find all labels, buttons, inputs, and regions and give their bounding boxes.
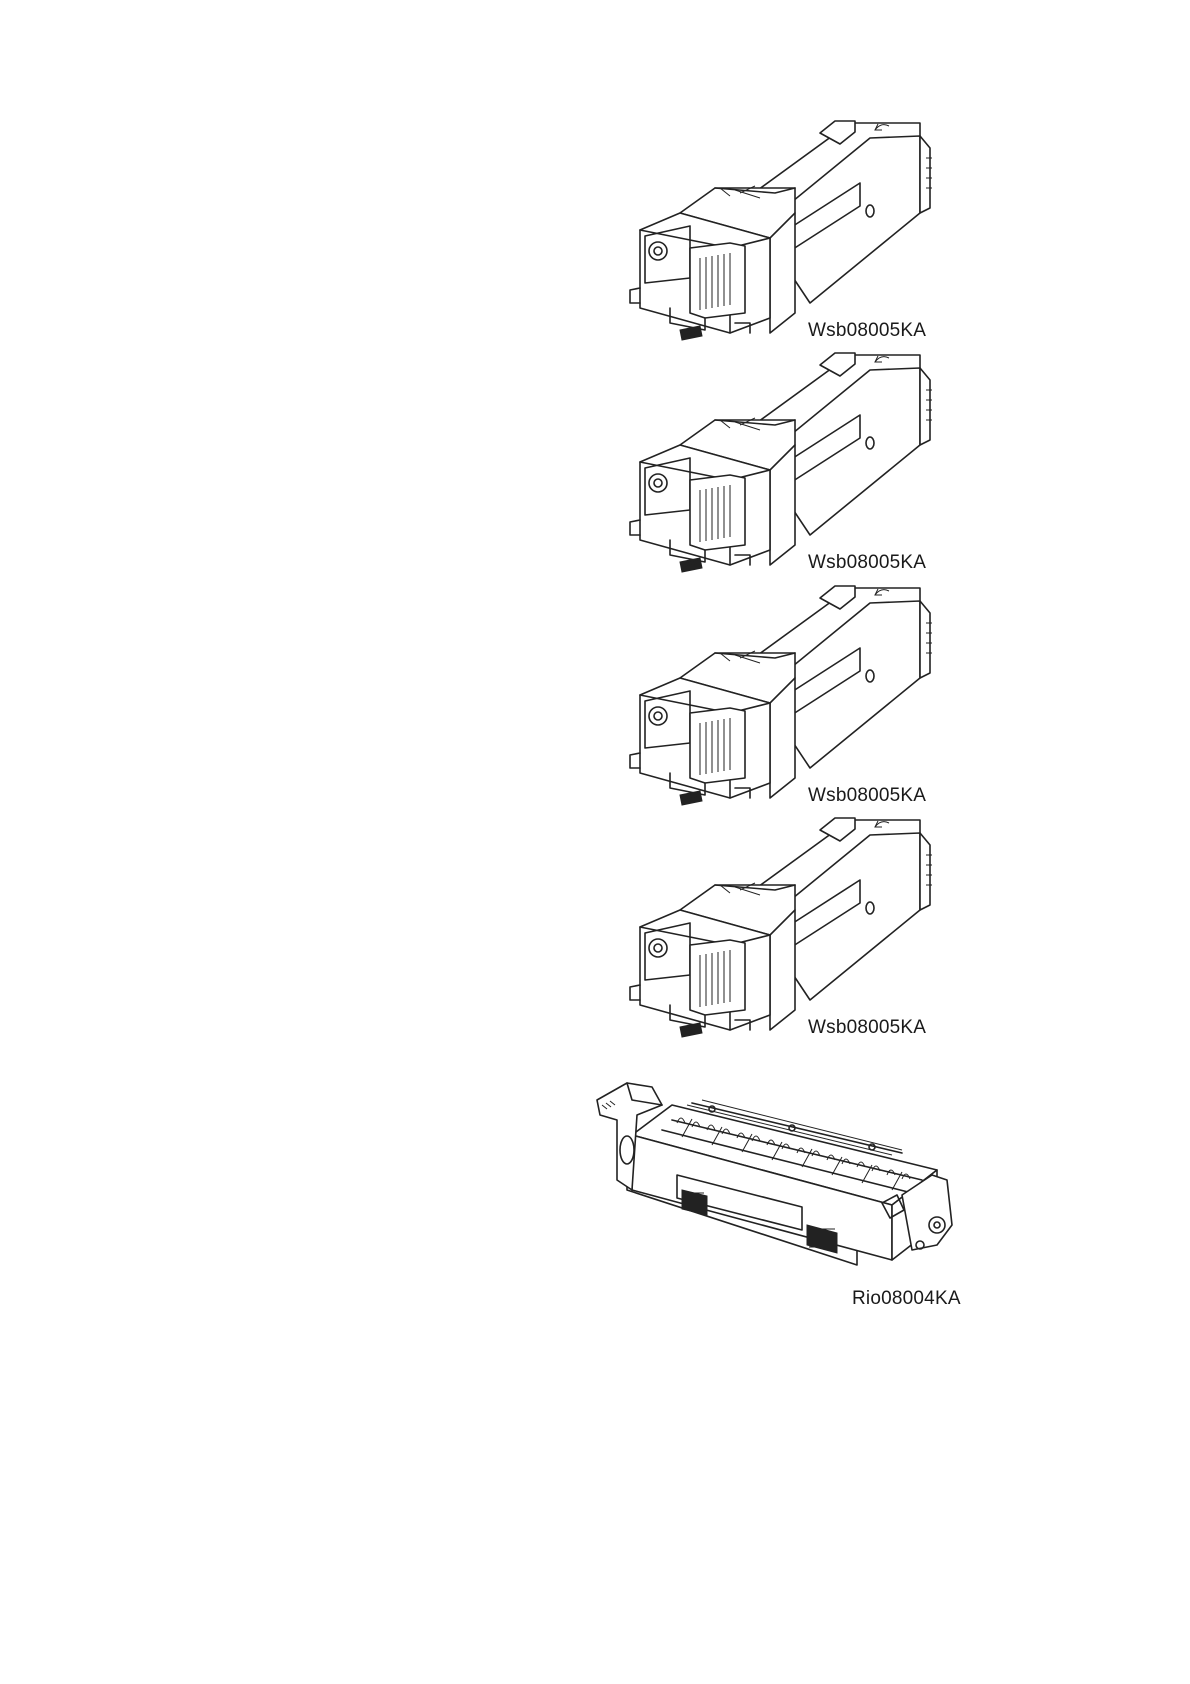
toner-cartridge-figure-4 <box>620 815 940 1045</box>
figure-5-caption: Rio08004KA <box>852 1288 961 1310</box>
toner-cartridge-drawing <box>620 583 940 813</box>
toner-cartridge-figure-2 <box>620 350 940 580</box>
figure-4-caption: Wsb08005KA <box>808 1017 926 1039</box>
figure-1-caption: Wsb08005KA <box>808 320 926 342</box>
figure-3-caption: Wsb08005KA <box>808 785 926 807</box>
toner-cartridge-figure-1 <box>620 118 940 348</box>
toner-cartridge-figure-3 <box>620 583 940 813</box>
toner-cartridge-drawing <box>620 815 940 1045</box>
toner-cartridge-drawing <box>620 118 940 348</box>
figure-2-caption: Wsb08005KA <box>808 552 926 574</box>
fuser-unit-figure <box>592 1075 962 1270</box>
fuser-unit-drawing <box>592 1075 962 1270</box>
toner-cartridge-drawing <box>620 350 940 580</box>
